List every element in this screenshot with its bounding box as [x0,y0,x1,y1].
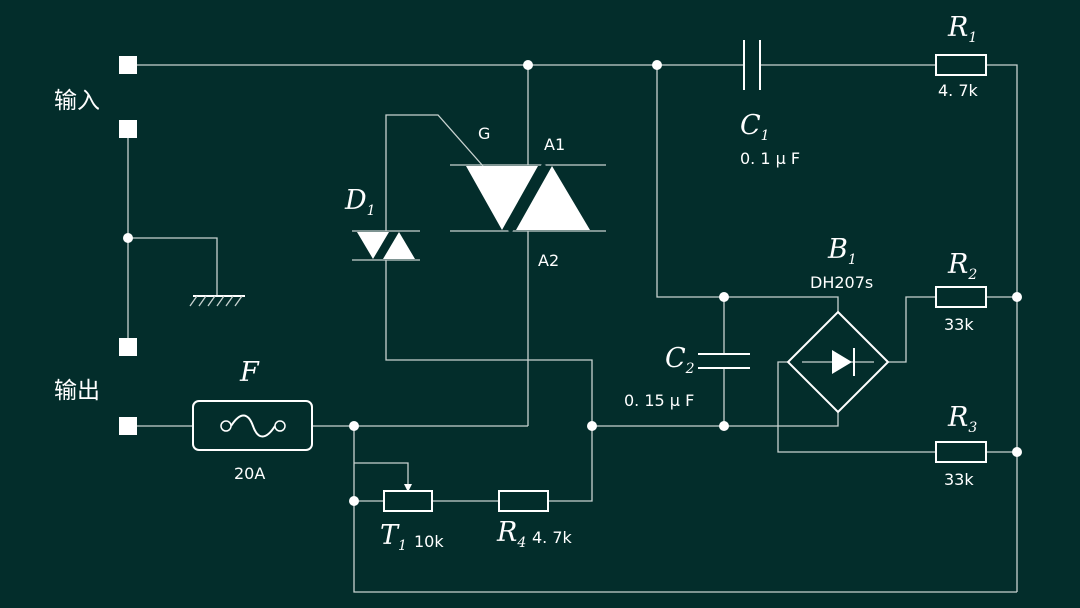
wire-bridge-bottom [724,412,839,427]
wire-bridge-right-r2 [888,296,936,363]
t1-value: 10k [414,532,444,551]
wire-t1-wiper [354,462,409,486]
b1-value: DH207s [810,273,873,292]
junction-dot [523,60,533,70]
resistor-r4 [498,490,549,512]
diac-triangle-down [357,232,389,259]
junction-dot [349,496,359,506]
fuse-symbol: F [239,357,260,388]
input-terminal-top[interactable] [119,56,137,74]
output-terminal-bottom[interactable] [119,417,137,435]
junction-dot [349,421,359,431]
junction-dot [587,421,597,431]
wire-diode-to-node [385,260,724,427]
junction-dot [719,292,729,302]
c1-symbol: C1 [740,110,770,144]
b1-symbol: B1 [827,234,857,268]
resistor-r1 [935,54,987,76]
t1-symbol: T1 [380,520,407,554]
r3-value: 33k [944,470,974,489]
r1-symbol: R1 [947,12,977,46]
terminals [119,56,137,435]
junctions [123,60,1022,506]
resistor-r3 [935,441,987,463]
ground-symbol [189,295,245,307]
wire-r1-to-right-rail [986,64,1018,592]
junction-dot [652,60,662,70]
input-terminal-bottom[interactable] [119,120,137,138]
bridge-rectifier-b1 [786,310,890,414]
r4-symbol: R4 [496,517,526,551]
wire-c1-branch [656,65,724,298]
resistor-r2 [935,286,987,308]
junction-dot [1012,292,1022,302]
triac [450,163,606,233]
junction-dot [719,421,729,431]
r3-symbol: R3 [947,402,977,436]
fuse-f [192,400,313,451]
triac-a2-label: A2 [538,251,559,270]
triac-gate-label: G [478,124,490,143]
c2-value: 0. 15 μ F [624,391,694,410]
capacitor-c2 [698,353,750,369]
wire-bridge-left-r3 [777,361,936,453]
c2-symbol: C2 [665,343,695,377]
t1-wiper-arrow [404,484,412,492]
bridge-diode-arrow [832,350,852,374]
input-label: 输入 [54,88,100,114]
bridge-outline [786,310,890,414]
r2-value: 33k [944,315,974,334]
wire-bottom-return [353,426,1017,593]
wire-ground-branch [128,237,218,296]
diac-triangle-up [383,232,415,259]
r4-value: 4. 7k [532,528,573,547]
wire-bridge-top [724,296,839,312]
d1-symbol: D1 [344,185,376,219]
capacitor-c1 [743,40,761,90]
junction-dot [1012,447,1022,457]
wire-gate [385,114,484,231]
triac-triangle-up [516,166,590,230]
wires [127,64,1018,593]
triac-triangle-down [466,166,538,230]
wire-r4-right [548,426,593,502]
fuse-value: 20A [234,464,265,483]
c1-value: 0. 1 μ F [740,149,800,168]
fuse-body [192,400,313,451]
output-label: 输出 [54,378,100,404]
triac-a1-label: A1 [544,135,565,154]
r2-symbol: R2 [947,249,977,283]
potentiometer-t1 [383,490,433,512]
output-terminal-top[interactable] [119,338,137,356]
diac-d1 [352,230,420,261]
triac-gap [508,163,546,233]
junction-dot [123,233,133,243]
r1-value: 4. 7k [938,81,979,100]
